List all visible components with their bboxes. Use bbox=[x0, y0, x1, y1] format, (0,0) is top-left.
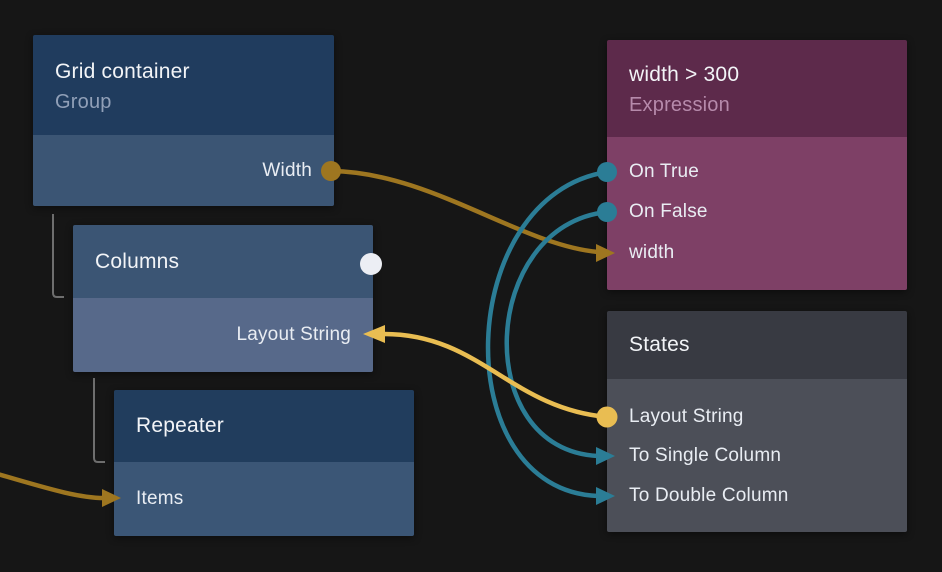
port-layout-string-input[interactable]: Layout String bbox=[73, 298, 373, 372]
port-items-input[interactable]: Items bbox=[114, 462, 414, 536]
node-title: Repeater bbox=[136, 414, 224, 437]
port-width-output[interactable]: Width bbox=[33, 135, 334, 206]
node-header: Grid container Group bbox=[33, 35, 334, 135]
port-label: On True bbox=[629, 161, 700, 182]
node-header: width > 300 Expression bbox=[607, 40, 907, 137]
node-ports: Layout String bbox=[73, 298, 373, 372]
port-label: To Double Column bbox=[629, 485, 789, 506]
port-label: On False bbox=[629, 201, 708, 222]
port-label: Layout String bbox=[629, 406, 744, 427]
port-label: Items bbox=[136, 488, 184, 509]
port-width-input[interactable]: width bbox=[607, 233, 907, 273]
node-ports: Items bbox=[114, 462, 414, 536]
node-title: width > 300 bbox=[629, 63, 740, 86]
port-layout-string-output[interactable]: Layout String bbox=[607, 397, 907, 437]
port-label: width bbox=[629, 242, 675, 263]
port-to-single-column-input[interactable]: To Single Column bbox=[607, 436, 907, 476]
node-columns[interactable]: Columns Layout String bbox=[73, 225, 373, 372]
node-states[interactable]: States Layout String To Single Column To… bbox=[607, 311, 907, 532]
node-title: Grid container bbox=[55, 60, 190, 83]
node-header: Repeater bbox=[114, 390, 414, 462]
wire-on-true-to-double-column[interactable] bbox=[485, 169, 610, 499]
port-to-double-column-input[interactable]: To Double Column bbox=[607, 476, 907, 516]
node-ports: Width bbox=[33, 135, 334, 206]
node-repeater[interactable]: Repeater Items bbox=[114, 390, 414, 536]
node-header: Columns bbox=[73, 225, 373, 298]
node-subtitle: Expression bbox=[629, 94, 730, 116]
port-label: Width bbox=[262, 159, 312, 181]
port-label: To Single Column bbox=[629, 445, 782, 466]
tree-line-grid-to-columns bbox=[52, 214, 64, 298]
node-ports: Layout String To Single Column To Double… bbox=[607, 379, 907, 532]
node-subtitle: Group bbox=[55, 91, 112, 113]
wire-states-layout-string-to-columns[interactable] bbox=[381, 331, 610, 420]
node-header: States bbox=[607, 311, 907, 379]
wire-on-false-to-single-column[interactable] bbox=[504, 209, 610, 459]
tree-line-columns-to-repeater bbox=[93, 378, 105, 463]
wire-offscreen-to-repeater-items[interactable] bbox=[0, 472, 107, 501]
node-expression[interactable]: width > 300 Expression On True On False … bbox=[607, 40, 907, 290]
node-ports: On True On False width bbox=[607, 137, 907, 290]
node-grid-container[interactable]: Grid container Group Width bbox=[33, 35, 334, 206]
node-title: Columns bbox=[95, 249, 180, 273]
port-label: Layout String bbox=[236, 324, 351, 345]
port-on-true-output[interactable]: On True bbox=[607, 152, 907, 192]
node-title: States bbox=[629, 333, 690, 356]
port-on-false-output[interactable]: On False bbox=[607, 192, 907, 232]
